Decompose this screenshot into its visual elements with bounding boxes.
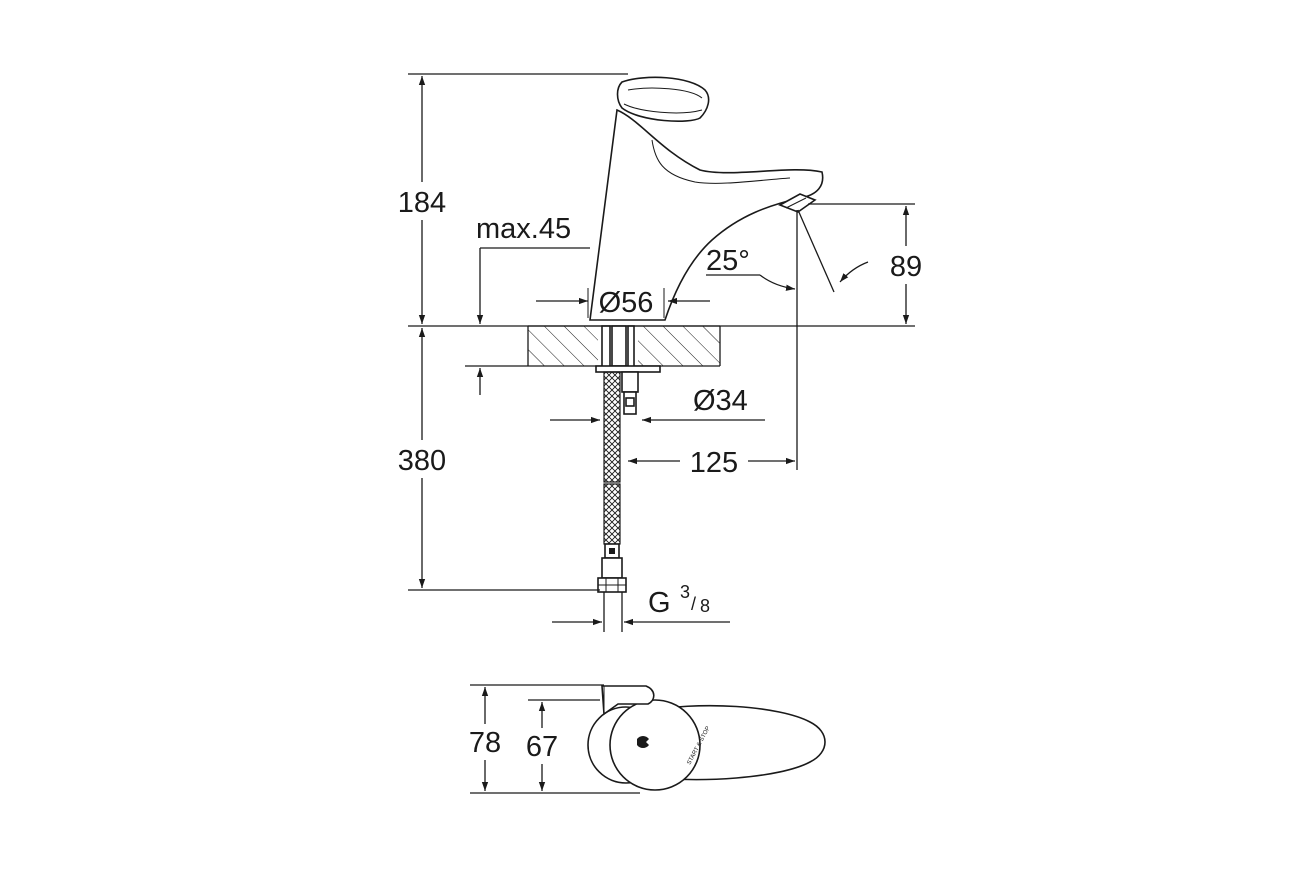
label-g: G <box>648 587 671 619</box>
aerator <box>778 193 817 213</box>
dimension-67: 67 <box>519 702 565 791</box>
label-d34: Ø34 <box>693 385 748 417</box>
label-g-num: 3 <box>680 582 690 602</box>
label-max45: max.45 <box>476 213 571 245</box>
shank-and-hose <box>595 325 661 632</box>
top-view-lever <box>601 685 655 716</box>
label-125: 125 <box>690 447 738 479</box>
label-67: 67 <box>526 731 558 763</box>
label-25deg: 25° <box>706 245 750 277</box>
grohe-logo <box>637 736 649 748</box>
push-button <box>616 76 710 122</box>
faucet-side-view <box>589 76 824 321</box>
dimension-184: 184 <box>388 76 456 324</box>
dimension-89: 89 <box>880 206 932 324</box>
dimension-d34: Ø34 <box>550 385 765 424</box>
label-g-slash: / <box>691 594 696 614</box>
dimension-78: 78 <box>462 687 508 791</box>
label-g-den: 8 <box>700 596 710 616</box>
reference-lines <box>408 73 915 591</box>
faucet-body <box>589 108 824 321</box>
label-d56: Ø56 <box>599 287 654 319</box>
dimension-125: 125 <box>628 447 795 479</box>
label-380: 380 <box>398 445 446 477</box>
dimension-max45: max.45 <box>476 213 590 395</box>
top-view-reference-lines <box>470 684 640 794</box>
label-78: 78 <box>469 727 501 759</box>
label-184: 184 <box>398 187 446 219</box>
dimension-380: 380 <box>388 328 456 588</box>
faucet-top-view: START & STOP <box>587 685 826 791</box>
top-view-button <box>609 699 701 791</box>
dimension-d56: Ø56 <box>536 287 710 319</box>
dimension-g38: G 3 / 8 <box>552 582 730 626</box>
dimension-25deg: 25° <box>706 245 869 291</box>
label-89: 89 <box>890 251 922 283</box>
